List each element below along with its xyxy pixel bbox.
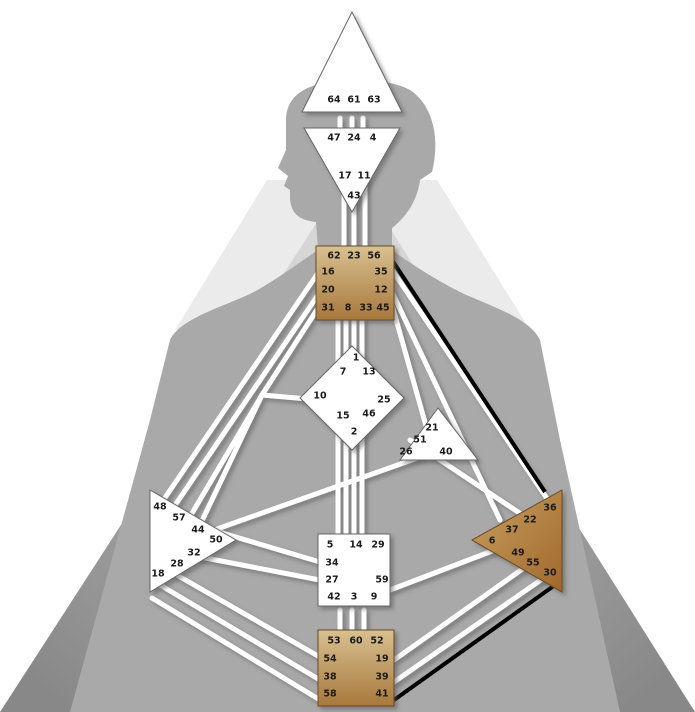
gate-label: 36 xyxy=(543,503,557,514)
gate-label: 22 xyxy=(523,515,536,526)
gate-label: 12 xyxy=(374,285,387,296)
gate-label: 14 xyxy=(349,540,363,551)
gate-label: 49 xyxy=(511,548,524,559)
gate-label: 3 xyxy=(351,592,358,603)
gate-label: 55 xyxy=(526,558,539,569)
gate-label: 2 xyxy=(351,427,358,438)
gate-label: 33 xyxy=(359,303,372,314)
gate-label: 62 xyxy=(327,251,340,262)
gate-label: 45 xyxy=(376,303,389,314)
gate-label: 16 xyxy=(321,267,335,278)
gate-label: 9 xyxy=(371,592,378,603)
gate-label: 37 xyxy=(505,525,518,536)
gate-label: 57 xyxy=(172,513,185,524)
gate-label: 54 xyxy=(323,654,337,665)
gate-label: 26 xyxy=(399,447,413,458)
gate-label: 19 xyxy=(375,654,388,665)
gate-label: 59 xyxy=(375,575,388,586)
gate-label: 34 xyxy=(325,558,339,569)
gate-label: 32 xyxy=(187,548,200,559)
gate-label: 6 xyxy=(489,536,496,547)
gate-label: 20 xyxy=(321,285,335,296)
gate-label: 47 xyxy=(327,133,340,144)
gate-label: 8 xyxy=(345,303,352,314)
gate-label: 24 xyxy=(347,133,361,144)
gate-label: 30 xyxy=(543,568,557,579)
gate-label: 41 xyxy=(375,689,388,700)
gate-label: 11 xyxy=(357,171,370,182)
gate-label: 21 xyxy=(425,423,438,434)
gate-label: 48 xyxy=(153,502,167,513)
gate-label: 50 xyxy=(209,535,223,546)
gate-label: 28 xyxy=(170,559,184,570)
gate-label: 58 xyxy=(323,689,337,700)
gate-label: 25 xyxy=(377,395,390,406)
gate-label: 23 xyxy=(347,251,360,262)
gate-label: 52 xyxy=(370,636,383,647)
gate-label: 60 xyxy=(349,636,363,647)
gate-label: 53 xyxy=(327,636,340,647)
gate-label: 27 xyxy=(325,575,338,586)
gate-label: 17 xyxy=(338,171,351,182)
gate-label: 4 xyxy=(370,133,377,144)
gate-label: 13 xyxy=(362,367,375,378)
gate-label: 39 xyxy=(375,672,388,683)
gate-label: 56 xyxy=(367,251,381,262)
gate-label: 63 xyxy=(367,95,380,106)
gate-label: 40 xyxy=(439,447,453,458)
gate-label: 7 xyxy=(340,367,347,378)
gate-label: 42 xyxy=(327,592,340,603)
gate-label: 51 xyxy=(413,435,426,446)
gate-label: 38 xyxy=(323,672,337,683)
gate-label: 15 xyxy=(336,411,349,422)
gate-label: 43 xyxy=(347,191,360,202)
gate-label: 31 xyxy=(321,303,334,314)
gate-label: 1 xyxy=(353,353,360,364)
gate-label: 18 xyxy=(151,569,165,580)
gate-label: 44 xyxy=(191,525,205,536)
gate-label: 64 xyxy=(327,95,341,106)
gate-label: 35 xyxy=(374,267,387,278)
gate-label: 5 xyxy=(327,540,334,551)
gate-label: 61 xyxy=(347,95,360,106)
gate-label: 29 xyxy=(371,540,384,551)
gate-label: 10 xyxy=(313,391,327,402)
gate-label: 46 xyxy=(362,409,376,420)
